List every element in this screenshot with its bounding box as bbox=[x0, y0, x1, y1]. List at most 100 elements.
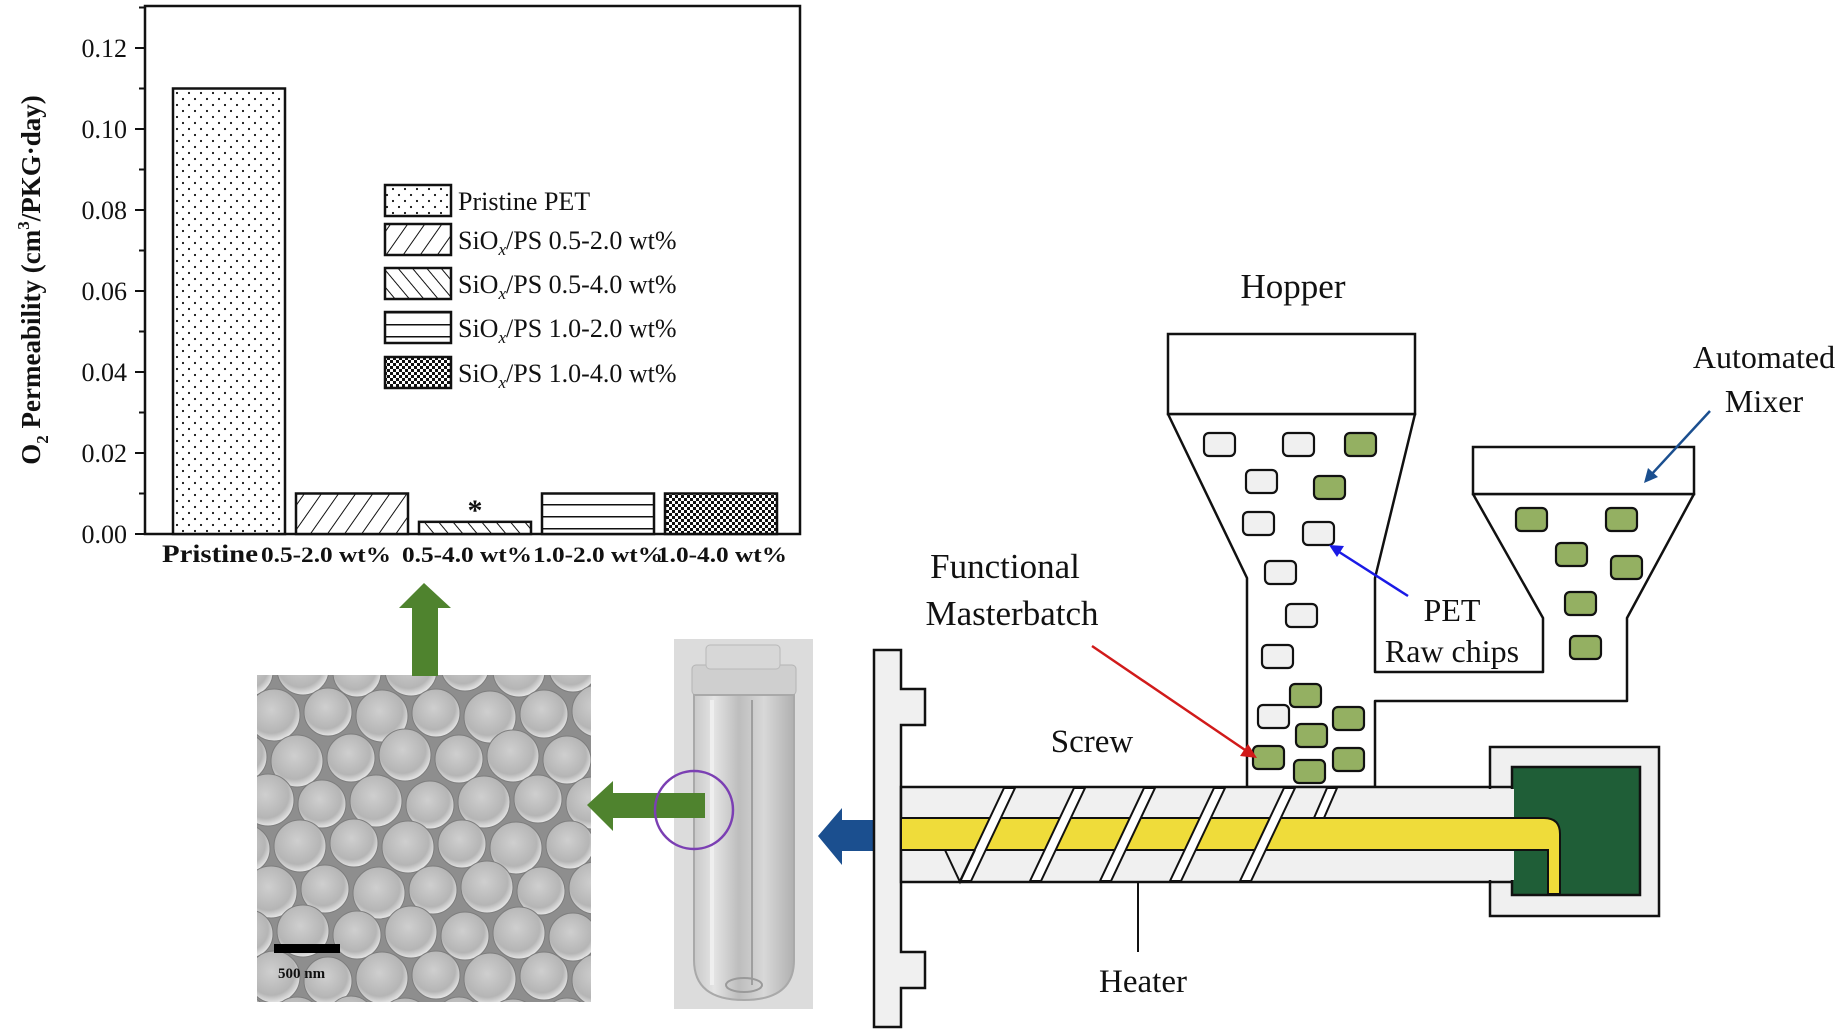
y-tick-label: 0.00 bbox=[82, 520, 128, 549]
legend-label-sub: x bbox=[497, 284, 506, 303]
mixer-arrowhead-icon bbox=[1644, 468, 1658, 483]
screw-flight bbox=[1238, 787, 1297, 882]
up-arrow-icon bbox=[399, 583, 451, 676]
mixer-top bbox=[1471, 445, 1696, 496]
hopper-top bbox=[1166, 332, 1417, 416]
screw-flight bbox=[1028, 787, 1087, 882]
injection-molding-machine: Hopper Automated Mixer PET Raw chips Fun… bbox=[872, 267, 1835, 1029]
pet-preform-photo bbox=[674, 639, 813, 1009]
screw-flight bbox=[1168, 787, 1227, 882]
silica-sphere bbox=[441, 675, 489, 692]
masterbatch-arrowhead-icon bbox=[1240, 744, 1257, 758]
y-tick-label: 0.08 bbox=[82, 196, 128, 225]
pet-chip bbox=[1202, 431, 1237, 458]
silica-sphere bbox=[545, 820, 591, 870]
masterbatch-chip bbox=[1288, 682, 1323, 709]
x-tick-label: 1.0-2.0 wt% bbox=[533, 542, 663, 567]
silica-sphere bbox=[411, 688, 461, 738]
silica-sphere bbox=[548, 912, 591, 962]
silica-sphere bbox=[257, 675, 274, 696]
silica-sphere bbox=[492, 906, 546, 960]
bars bbox=[171, 87, 779, 536]
legend-label: Pristine PET bbox=[458, 187, 590, 216]
silica-sphere bbox=[457, 775, 511, 829]
legend-label-main: SiO bbox=[458, 226, 498, 255]
y-axis-ticks: 0.000.020.040.060.080.100.12 bbox=[82, 6, 145, 549]
silica-sphere bbox=[332, 675, 382, 698]
significance-asterisk: * bbox=[468, 494, 483, 527]
legend-swatch bbox=[383, 355, 453, 390]
silica-sphere bbox=[280, 996, 314, 1002]
y-tick-label: 0.12 bbox=[82, 34, 128, 63]
screw-flight bbox=[1098, 787, 1157, 882]
scale-bar bbox=[274, 944, 340, 953]
silica-sphere bbox=[411, 950, 461, 1000]
silica-sphere bbox=[463, 952, 517, 1002]
legend-label-rest: /PS 0.5-2.0 wt% bbox=[506, 226, 676, 255]
pet-chip bbox=[1241, 510, 1276, 537]
x-tick-label: Pristine bbox=[162, 541, 258, 568]
automated-label: Automated bbox=[1693, 339, 1835, 375]
silica-sphere bbox=[349, 774, 403, 828]
silica-sphere bbox=[384, 905, 438, 959]
silica-sphere bbox=[329, 818, 379, 868]
silica-sphere bbox=[270, 734, 324, 788]
silica-sphere bbox=[571, 685, 591, 737]
legend-label-rest: /PS 0.5-4.0 wt% bbox=[506, 270, 676, 299]
masterbatch-chip bbox=[1292, 758, 1327, 785]
pet-label: PET bbox=[1424, 592, 1481, 628]
legend-label: SiOx/PS 0.5-4.0 wt% bbox=[458, 270, 676, 303]
pet-chip bbox=[1260, 643, 1295, 670]
left-arrow-icon bbox=[587, 781, 705, 831]
silica-sphere bbox=[513, 774, 563, 824]
silica-sphere bbox=[443, 996, 475, 1002]
silica-sphere bbox=[486, 729, 540, 783]
masterbatch-chip bbox=[1331, 746, 1366, 773]
silica-sphere bbox=[257, 998, 261, 1002]
masterbatch-pointer bbox=[1091, 644, 1249, 754]
scale-bar-label: 500 nm bbox=[278, 966, 326, 982]
silica-sphere bbox=[352, 866, 406, 920]
legend-label-main: SiO bbox=[458, 270, 498, 299]
mold-plate bbox=[872, 648, 927, 1029]
silica-sphere bbox=[552, 997, 582, 1002]
masterbatch-chip bbox=[1312, 474, 1347, 501]
masterbatch-label: Masterbatch bbox=[926, 594, 1099, 633]
screw-core bbox=[900, 817, 1561, 895]
silica-sphere bbox=[378, 728, 432, 782]
silica-sphere bbox=[437, 819, 487, 869]
masterbatch-chip bbox=[1604, 506, 1639, 533]
silica-sphere bbox=[257, 827, 271, 871]
legend-label-main: SiO bbox=[458, 314, 498, 343]
silica-sphere bbox=[273, 819, 327, 873]
y-axis-label: O2 Permeability (cm3/PKG·day) bbox=[14, 95, 52, 464]
silica-sphere bbox=[565, 776, 591, 830]
pet-chip bbox=[1256, 703, 1291, 730]
legend-label-main: Pristine PET bbox=[458, 187, 590, 216]
y-tick-label: 0.06 bbox=[82, 277, 128, 306]
pet-chip bbox=[1263, 559, 1298, 586]
legend-label-sub: x bbox=[497, 240, 506, 259]
x-tick-label: 0.5-4.0 wt% bbox=[402, 542, 532, 567]
heater-label: Heater bbox=[1099, 964, 1187, 1000]
screw-flights bbox=[958, 787, 1339, 882]
silica-sphere bbox=[571, 954, 591, 1002]
legend-label-rest: /PS 1.0-4.0 wt% bbox=[506, 359, 676, 388]
masterbatch-chip bbox=[1554, 541, 1589, 568]
silica-sphere bbox=[499, 998, 527, 1002]
silica-sphere bbox=[355, 951, 409, 1002]
masterbatch-chip bbox=[1609, 554, 1644, 581]
legend-label: SiOx/PS 0.5-2.0 wt% bbox=[458, 226, 676, 259]
functional-label: Functional bbox=[930, 547, 1080, 586]
blue-arrow-icon bbox=[818, 808, 874, 865]
silica-sphere bbox=[326, 733, 376, 783]
silica-sphere bbox=[384, 675, 438, 697]
legend-swatch bbox=[383, 183, 453, 218]
legend-label-main: SiO bbox=[458, 359, 498, 388]
masterbatch-chip bbox=[1294, 722, 1329, 749]
silica-sphere bbox=[257, 773, 295, 827]
silica-sphere bbox=[489, 821, 543, 875]
